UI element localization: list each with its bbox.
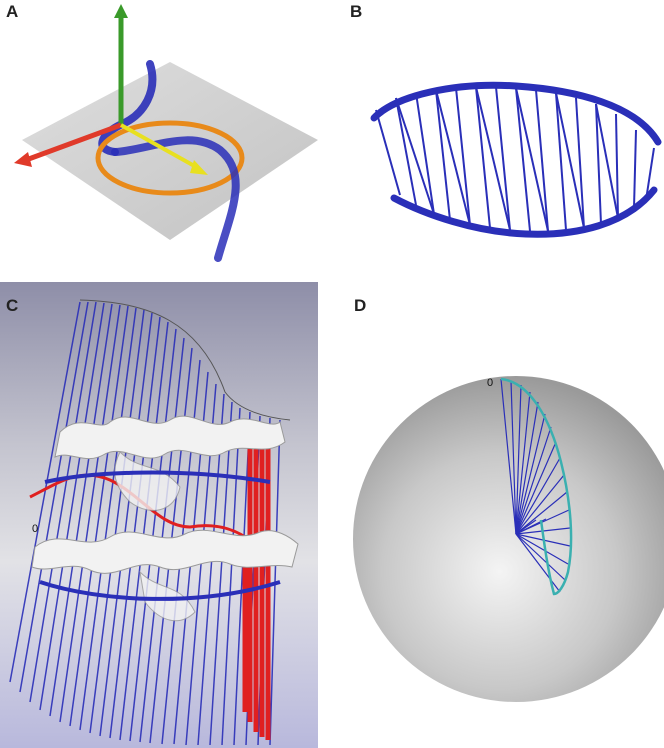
blue-loop-bottom: [39, 580, 281, 601]
field-boundary-top: [79, 299, 291, 421]
sphere: [353, 376, 664, 702]
panel-c-label: C: [6, 296, 19, 315]
field-lines: [9, 301, 281, 746]
protein-cartoon: [31, 415, 299, 622]
protein-helix-bundle-field: 0: [0, 282, 318, 748]
panel-c: C: [0, 282, 330, 748]
sphere-sweep-diagram: 0: [353, 376, 664, 702]
panel-d-zero-marker: 0: [487, 377, 493, 389]
ribbon-sweep-diagram: [370, 81, 662, 238]
panel-a-label: A: [6, 2, 19, 21]
ribbon-top-edge: [370, 81, 662, 146]
panel-c-zero-marker: 0: [32, 523, 38, 535]
panel-a: A: [0, 0, 330, 280]
yellow-arrow-head: [190, 160, 208, 175]
red-arrow-head: [14, 152, 32, 167]
panel-b: B: [336, 0, 664, 280]
frame-helix-diagram: [14, 4, 318, 262]
blue-loop-top: [44, 470, 271, 484]
ribbon-lines: [375, 86, 655, 232]
yellow-axis: [120, 123, 199, 170]
panel-b-label: B: [350, 2, 363, 21]
panel-d: D: [336, 282, 664, 748]
orange-ring: [95, 120, 245, 196]
ribbon-bottom-edge: [390, 186, 658, 238]
helix-front: [111, 136, 240, 262]
green-arrow-head: [114, 4, 128, 18]
cyan-curve: [500, 377, 573, 596]
red-axis: [25, 122, 122, 163]
panel-d-label: D: [354, 296, 367, 315]
